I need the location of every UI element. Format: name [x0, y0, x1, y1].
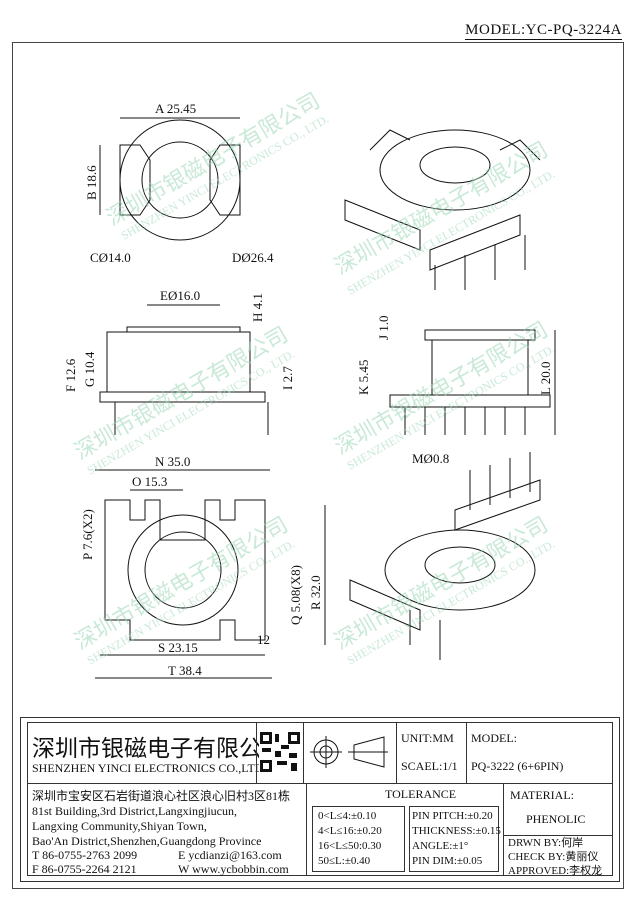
- fax: F 86-0755-2264 2121: [32, 862, 137, 876]
- address-cell: 深圳市宝安区石岩街道浪心社区浪心旧村3区81栋 81st Building,3r…: [27, 783, 307, 876]
- projection-symbol-cell: [303, 722, 397, 784]
- address-line: 深圳市宝安区石岩街道浪心社区浪心旧村3区81栋: [32, 789, 291, 803]
- third-angle-projection-icon: [310, 736, 388, 768]
- watermark-cn: 深圳市银磁电子有限公司: [330, 137, 552, 280]
- qr-code-icon: [259, 731, 301, 773]
- sheet-frame: [12, 42, 624, 889]
- dim-j: J 1.0: [376, 315, 391, 340]
- tolerance-item: 16<L≤50:0.30: [318, 840, 382, 852]
- address-line: Bao'An District,Shenzhen,Guangdong Provi…: [32, 834, 262, 848]
- tolerance-item: 50≤L:±0.40: [318, 855, 371, 867]
- checked-by: CHECK BY:黄丽仪: [508, 851, 599, 863]
- dim-n: N 35.0: [155, 454, 190, 469]
- isometric-view-bottom: [349, 452, 541, 660]
- tolerance-item: 4<L≤16:±0.20: [318, 825, 382, 837]
- model-header: MODEL:YC-PQ-3224A: [465, 22, 622, 40]
- dim-c: CØ14.0: [90, 250, 131, 265]
- dim-e: EØ16.0: [160, 288, 200, 303]
- model-cell: MODEL: PQ-3222 (6+6PIN): [466, 722, 613, 784]
- website: W www.ycbobbin.com: [178, 862, 289, 876]
- drawn-by: DRWN BY:何岸: [508, 837, 584, 849]
- dim-b: B 18.6: [84, 165, 99, 200]
- dim-s: S 23.15: [158, 640, 198, 655]
- dim-t: T 38.4: [168, 663, 202, 678]
- unit-scale-cell: UNIT:MM SCAEL:1/1: [396, 722, 467, 784]
- model-value: PQ-3222 (6+6PIN): [471, 759, 564, 773]
- dim-p: P 7.6(X2): [80, 509, 95, 560]
- tolerance-length-box: 0<L≤4:±0.10 4<L≤16:±0.20 16<L≤50:0.30 50…: [312, 806, 405, 872]
- tolerance-item: 0<L≤4:±0.10: [318, 810, 377, 822]
- technical-drawing: A 25.45 B 18.6 CØ14.0 DØ26.4 EØ16.0 F 12…: [63, 88, 558, 679]
- tolerance-title: TOLERANCE: [385, 787, 457, 801]
- tolerance-cell: TOLERANCE 0<L≤4:±0.10 4<L≤16:±0.20 16<L≤…: [306, 783, 504, 876]
- dim-k: K 5.45: [356, 360, 371, 395]
- company-name-cn: 深圳市银磁电子有限公司: [32, 736, 285, 761]
- material-cell: MATERIAL: PHENOLIC: [503, 783, 613, 836]
- dim-o: O 15.3: [132, 474, 167, 489]
- dim-l: L 20.0: [538, 362, 553, 395]
- dim-q: Q 5.08(X8): [288, 565, 303, 625]
- company-cell: 深圳市银磁电子有限公司 SHENZHEN YINCI ELECTRONICS C…: [27, 722, 285, 784]
- tolerance-item: ANGLE:±1°: [412, 840, 469, 852]
- title-block: 深圳市银磁电子有限公司 SHENZHEN YINCI ELECTRONICS C…: [20, 717, 620, 882]
- watermark-en: SHENZHEN YINCI ELECTRONICS CO., LTD.: [345, 537, 558, 668]
- dim-d: DØ26.4: [232, 250, 274, 265]
- watermark-cn: 深圳市银磁电子有限公司: [70, 322, 292, 465]
- tolerance-item: THICKNESS:±0.15: [412, 825, 501, 837]
- dim-g: G 10.4: [82, 351, 97, 387]
- top-view: A 25.45 B 18.6 CØ14.0 DØ26.4: [84, 101, 274, 265]
- watermark-cn: 深圳市银磁电子有限公司: [102, 88, 324, 231]
- address-line: 81st Building,3rd District,Langxingjiucu…: [32, 804, 237, 818]
- scale-label: SCAEL:1/1: [401, 759, 458, 773]
- dim-h: H 4.1: [250, 293, 265, 322]
- watermark-en: SHENZHEN YINCI ELECTRONICS CO., LTD.: [85, 347, 298, 478]
- telephone: T 86-0755-2763 2099: [32, 848, 138, 862]
- tolerance-item: PIN PITCH:±0.20: [412, 810, 493, 822]
- dim-i: I 2.7: [280, 366, 295, 390]
- email: E ycdianzi@163.com: [178, 848, 282, 862]
- tolerance-other-box: PIN PITCH:±0.20 THICKNESS:±0.15 ANGLE:±1…: [409, 806, 501, 872]
- address-line: Langxing Community,Shiyan Town,: [32, 819, 207, 833]
- bottom-view: N 35.0 O 15.3 P 7.6(X2) Q 5.08(X8) R 32.…: [80, 454, 326, 679]
- dim-r: R 32.0: [308, 575, 323, 610]
- company-name-en: SHENZHEN YINCI ELECTRONICS CO.,LTD.: [32, 761, 267, 775]
- material-value: PHENOLIC: [526, 812, 586, 826]
- watermark-cn: 深圳市银磁电子有限公司: [330, 512, 552, 655]
- approval-cell: DRWN BY:何岸 CHECK BY:黄丽仪 APPROVED:李权龙: [503, 835, 613, 877]
- front-view: EØ16.0 F 12.6 G 10.4 H 4.1 I 2.7: [63, 288, 295, 435]
- pin-12-label: 12: [257, 632, 270, 647]
- dim-m: MØ0.8: [412, 451, 449, 466]
- isometric-view-top: [344, 129, 541, 290]
- material-label: MATERIAL:: [510, 788, 574, 802]
- dim-a: A 25.45: [155, 101, 196, 116]
- dim-f: F 12.6: [63, 358, 78, 392]
- model-label: MODEL:: [471, 731, 517, 745]
- approved-by: APPROVED:李权龙: [508, 865, 603, 877]
- qr-code-cell: [256, 722, 304, 784]
- unit-label: UNIT:MM: [401, 731, 454, 745]
- side-view: J 1.0 K 5.45 L 20.0 MØ0.8: [356, 315, 556, 466]
- tolerance-item: PIN DIM:±0.05: [412, 855, 483, 867]
